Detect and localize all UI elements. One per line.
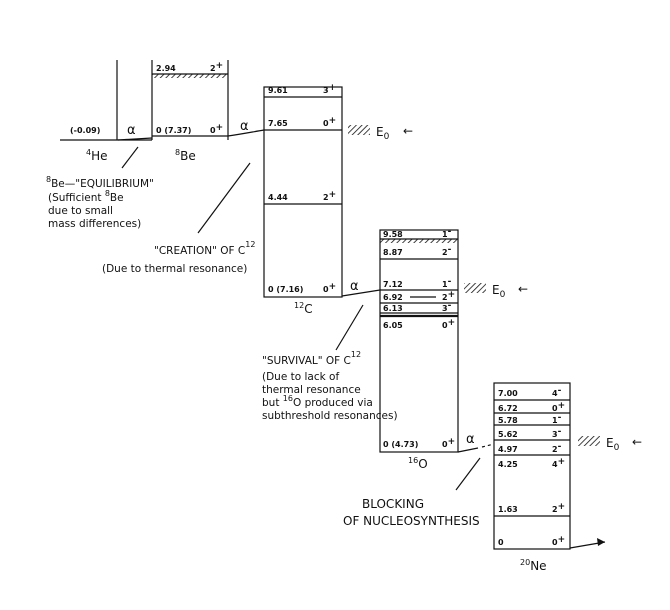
creation-pointer [197, 162, 251, 234]
be-equilibrium-pointer [121, 146, 139, 169]
be8-to-c12-arrow [227, 129, 265, 137]
o16-level-spin: 1- [442, 227, 452, 239]
o16-e0-label: E0 [492, 283, 506, 300]
be8-level-spin: 0+ [210, 123, 223, 135]
blocking-line2: OF NUCLEOSYNTHESIS [343, 514, 480, 528]
survival-line4: but 16O produced via [262, 394, 373, 409]
c12-box [263, 86, 343, 298]
ne20-level-energy: 5.78 [498, 416, 518, 425]
he4-energy: (-0.09) [70, 126, 100, 135]
c12-e0-label: E0 [376, 125, 390, 142]
o16-level-spin: 1- [442, 277, 452, 289]
o16-label: 16O [408, 456, 428, 471]
ne20-level-spin: 0+ [552, 401, 565, 413]
be8-group: 2.94 2+ 0 (7.37) 0+ α 8Be [151, 60, 249, 163]
be8-level-energy: 2.94 [156, 64, 176, 73]
ne20-e0-hatch-marker [578, 436, 600, 446]
o16-level-energy: 8.87 [383, 248, 403, 257]
o16-to-ne20-dashed [481, 443, 495, 448]
o16-level-energy: 6.92 [383, 293, 403, 302]
survival-title: "SURVIVAL" OF C12 [262, 350, 361, 367]
c12-level-spin: 0+ [323, 116, 336, 128]
c12-level-energy: 9.61 [268, 86, 288, 95]
c12-label: 12C [294, 301, 313, 316]
annotations: 8Be—"EQUILIBRIUM" (Sufficient 8Be due to… [46, 175, 480, 528]
o16-level-spin: 0+ [442, 318, 455, 330]
o16-level-energy: 6.05 [383, 321, 403, 330]
o16-alpha: α [466, 432, 475, 447]
ne20-level-spin: 2- [552, 442, 562, 454]
be8-broad-level [152, 74, 228, 78]
creation-subtitle: (Due to thermal resonance) [102, 263, 247, 275]
ne20-level-energy: 1.63 [498, 505, 518, 514]
ne20-label: 20Ne [520, 558, 547, 573]
o16-group: 9.58 1- 8.87 2- 7.12 1- 6.92 2+ 6.13 3- … [379, 227, 528, 471]
be8-level-energy: 0 (7.37) [156, 126, 191, 135]
be8-level-spin: 2+ [210, 61, 223, 73]
o16-level-spin: 0+ [442, 437, 455, 449]
ne20-e0-arrow: ← [632, 435, 642, 449]
he4-alpha: α [127, 123, 136, 138]
ne20-level-energy: 0 [498, 538, 504, 547]
c12-e0-arrow: ← [403, 124, 413, 138]
survival-line2: (Due to lack of [262, 371, 339, 383]
survival-line3: thermal resonance [262, 384, 361, 396]
c12-level-spin: 0+ [323, 282, 336, 294]
o16-level-energy: 6.13 [383, 304, 403, 313]
be8-label: 8Be [175, 148, 196, 163]
ne20-out-arrowhead [597, 538, 605, 546]
c12-alpha: α [350, 279, 359, 294]
he4-label: 4He [86, 148, 108, 163]
ne20-level-energy: 7.00 [498, 389, 518, 398]
survival-line5: subthreshold resonances) [262, 410, 398, 422]
o16-box [379, 229, 459, 453]
ne20-group: 7.00 4- 6.72 0+ 5.78 1- 5.62 3- 4.97 2- … [493, 382, 642, 573]
be-equilibrium-title: 8Be—"EQUILIBRIUM" [46, 175, 154, 190]
c12-to-o16-arrow [341, 289, 381, 297]
ne20-level-spin: 1- [552, 413, 562, 425]
c12-e0-hatch-marker [348, 125, 370, 135]
c12-level-energy: 4.44 [268, 193, 288, 202]
be-equilibrium-line4: mass differences) [48, 218, 141, 230]
c12-group: 9.61 3+ 7.65 0+ 4.44 2+ 0 (7.16) 0+ α 12… [263, 83, 413, 316]
o16-level-energy: 0 (4.73) [383, 440, 418, 449]
o16-level-energy: 9.58 [383, 230, 403, 239]
reaction-arrows [117, 129, 606, 549]
ne20-level-spin: 4+ [552, 457, 565, 469]
o16-level-spin: 2- [442, 245, 452, 257]
ne20-level-spin: 2+ [552, 502, 565, 514]
o16-e0-hatch-marker [464, 283, 486, 293]
ne20-box [493, 382, 571, 550]
o16-level-spin: 3- [442, 301, 452, 313]
ne20-e0-label: E0 [606, 436, 620, 453]
ne20-level-energy: 5.62 [498, 430, 518, 439]
creation-title: "CREATION" OF C12 [154, 240, 255, 257]
ne20-level-energy: 6.72 [498, 404, 518, 413]
c12-level-spin: 2+ [323, 190, 336, 202]
blocking-pointer [455, 457, 481, 491]
be-equilibrium-line3: due to small [48, 205, 113, 217]
he4-group: (-0.09) α 4He [60, 60, 152, 163]
be8-alpha: α [240, 119, 249, 134]
o16-level-spin: 2+ [442, 290, 455, 302]
blocking-line1: BLOCKING [362, 497, 424, 511]
be-equilibrium-line2: (Sufficient 8Be [48, 189, 124, 204]
ne20-level-spin: 0+ [552, 535, 565, 547]
ne20-level-spin: 4- [552, 386, 562, 398]
o16-level-energy: 7.12 [383, 280, 403, 289]
ne20-level-energy: 4.25 [498, 460, 518, 469]
survival-pointer [335, 304, 364, 351]
c12-level-energy: 7.65 [268, 119, 288, 128]
o16-broad-level [380, 239, 458, 243]
he4-to-be8-arrow [117, 137, 153, 141]
ne20-level-energy: 4.97 [498, 445, 518, 454]
o16-to-ne20-arrow [457, 447, 479, 453]
c12-level-energy: 0 (7.16) [268, 285, 303, 294]
c12-level-spin: 3+ [323, 83, 336, 95]
ne20-level-spin: 3- [552, 427, 562, 439]
o16-e0-arrow: ← [518, 282, 528, 296]
